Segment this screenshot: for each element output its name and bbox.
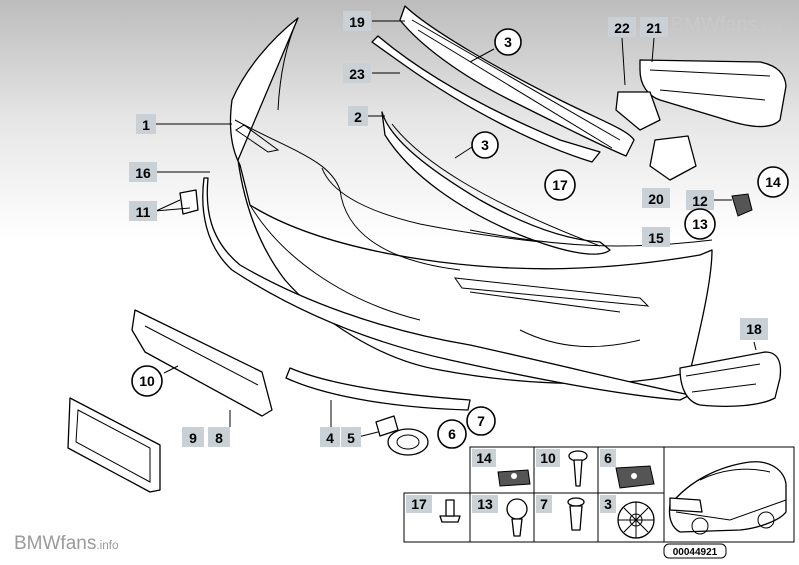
svg-text:5: 5 [347,430,355,446]
grid-cell-7: 7 [536,495,585,531]
svg-text:12: 12 [692,193,708,209]
grid-cell-6: 6 [600,449,655,489]
label-19: 19 [343,11,371,31]
lower-lip [202,177,691,401]
svg-text:1: 1 [142,117,150,133]
air-duct-21 [639,59,787,128]
label-21: 21 [640,17,668,37]
svg-text:3: 3 [604,496,612,512]
label-3b: 3 [471,131,499,159]
foglamp-cover-6 [387,428,429,456]
label-5: 5 [341,427,361,447]
svg-text:10: 10 [540,450,556,466]
grid-cell-3: 3 [600,495,655,539]
label-23: 23 [343,63,371,83]
label-7: 7 [466,406,496,436]
label-13: 13 [684,208,716,240]
svg-text:22: 22 [614,20,630,36]
svg-text:10: 10 [139,373,155,389]
label-9: 9 [182,427,204,447]
svg-text:11: 11 [136,204,151,220]
svg-text:17: 17 [411,496,427,512]
label-4: 4 [320,427,340,447]
svg-text:18: 18 [746,321,762,337]
label-11: 11 [129,201,157,221]
part-5 [375,415,399,437]
svg-text:00044921: 00044921 [673,547,718,558]
label-1: 1 [136,114,156,134]
plate-9 [67,397,161,493]
lower-grille-2 [381,111,611,255]
svg-text:13: 13 [477,496,493,512]
grid-cell-10: 10 [536,449,588,487]
grid-cell-14: 14 [472,449,531,487]
small-parts-grid: 14 10 6 17 13 7 3 [403,446,795,543]
svg-text:13: 13 [692,216,708,232]
svg-text:9: 9 [189,430,197,446]
grid-cell-13: 13 [472,495,528,537]
label-6: 6 [437,419,467,449]
diagram-code: 00044921 [663,543,727,559]
svg-text:14: 14 [765,174,781,190]
label-15: 15 [642,227,670,247]
label-18: 18 [740,318,768,340]
car-thumbnail [668,461,787,535]
grid-cell-17: 17 [406,495,461,523]
label-17: 17 [544,169,576,201]
svg-text:20: 20 [648,191,664,207]
label-2: 2 [348,106,368,126]
strip-23 [371,35,601,163]
label-20: 20 [642,188,670,208]
svg-text:6: 6 [604,450,612,466]
svg-text:15: 15 [648,230,664,246]
svg-text:6: 6 [448,426,456,442]
svg-text:8: 8 [215,430,223,446]
svg-text:14: 14 [476,450,492,466]
duct-18 [679,351,782,407]
trim-4 [285,367,471,411]
svg-text:3: 3 [481,137,489,153]
label-3a: 3 [494,28,522,56]
svg-text:19: 19 [349,14,365,30]
upper-grille-19 [399,5,635,157]
svg-text:7: 7 [540,496,548,512]
cap-11 [179,189,199,215]
label-16: 16 [129,162,157,182]
plate-bracket-8 [131,309,273,417]
svg-text:17: 17 [552,177,568,193]
label-22: 22 [608,17,636,37]
leader-lines [154,20,757,438]
label-14: 14 [757,166,789,198]
svg-text:3: 3 [504,34,512,50]
svg-text:4: 4 [326,430,334,446]
trim-15 [469,229,713,247]
svg-text:21: 21 [646,20,662,36]
cover-20 [649,135,697,181]
svg-text:23: 23 [349,66,365,82]
label-12: 12 [686,190,714,210]
bracket-22 [615,91,661,131]
svg-text:2: 2 [354,109,362,125]
bumper-cover [229,17,713,385]
clip-12 [731,193,753,217]
label-10: 10 [131,365,163,397]
svg-text:16: 16 [135,165,151,181]
brand-watermark-top: BMWfans.info [670,14,781,36]
brand-watermark-bottom: BMWfans.info [14,533,119,554]
svg-text:7: 7 [477,413,485,429]
label-8: 8 [208,427,230,447]
